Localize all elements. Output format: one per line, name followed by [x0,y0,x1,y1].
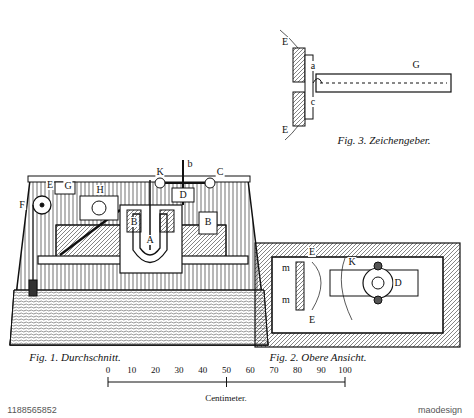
part-letter: c [310,97,316,107]
scale-unit: Centimeter. [204,394,248,403]
part-letter: K [347,257,356,267]
watermark: 1188565852 [6,406,57,415]
fig2-top-view [255,243,460,347]
scale-number: 20 [150,366,161,375]
scale-number: 60 [245,366,256,375]
part-letter: G [63,181,72,191]
part-letter: m [281,295,291,305]
figure-caption: Fig. 2. Obere Ansicht. [268,352,367,363]
part-letter: G [411,60,420,70]
part-letter: H [95,185,104,195]
scale-number: 70 [268,366,279,375]
scale-number: 0 [105,366,112,375]
figure-caption: Fig. 3. Zeichengeber. [336,135,431,146]
scale-number: 40 [197,366,208,375]
part-letter: B [130,217,139,227]
scale-bar [108,377,345,387]
scale-number: 10 [126,366,137,375]
fig1-section [10,160,268,345]
part-letter: K [155,167,164,177]
part-letter: E [46,180,54,190]
part-letter: D [178,190,187,200]
scale-number: 30 [174,366,185,375]
part-letter: C [216,167,225,177]
part-letter: m [281,263,291,273]
part-letter: A [145,235,154,245]
part-letter: E [308,247,316,257]
scale-number: 90 [316,366,327,375]
scale-number: 50 [221,366,232,375]
part-letter: E [281,125,289,135]
part-letter: E [281,37,289,47]
part-letter: a [310,61,316,71]
part-letter: b [187,159,194,169]
scale-number: 100 [337,366,353,375]
part-letter: E [308,315,316,325]
scale-number: 80 [292,366,303,375]
part-letter: B [204,217,213,227]
watermark: maodesign [417,406,463,415]
fig3-signal-giver [280,30,451,140]
figure-caption: Fig. 1. Durchschnitt. [28,352,122,363]
part-letter: D [393,278,402,288]
part-letter: F [18,200,26,210]
